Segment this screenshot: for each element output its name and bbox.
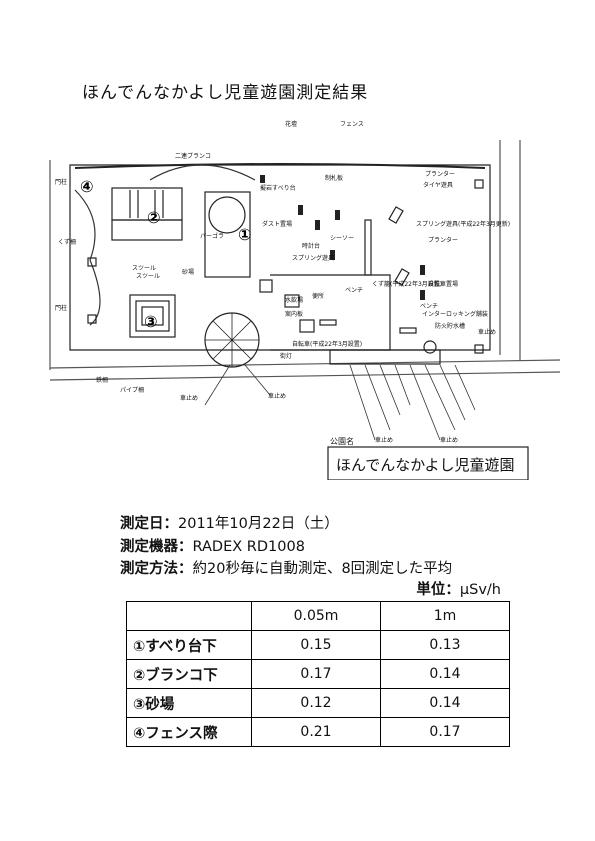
- label-slide: 擬岩すべり台: [260, 184, 296, 192]
- label-planter-top: プランター: [425, 170, 455, 178]
- date-label: 測定日：: [120, 516, 178, 532]
- row-label: ①すべり台下: [126, 630, 252, 660]
- label-bicycle: 自転車置場: [428, 280, 458, 288]
- unit-label: 単位：: [416, 582, 460, 598]
- marker-2: ②: [147, 208, 161, 227]
- row-label: ③砂場: [126, 688, 252, 718]
- park-site-plan: 花壇 フェンス 二連ブランコ 門柱 擬岩すべり台 制札板 プランター タイヤ遊具…: [49, 120, 561, 480]
- seesaw: [364, 219, 372, 276]
- row-value-1m: 0.17: [380, 717, 510, 747]
- marker-1: ①: [238, 225, 252, 244]
- table-row: ③砂場 0.12 0.14: [126, 688, 510, 718]
- row-label: ④フェンス際: [126, 717, 252, 747]
- device-value: RADEX RD1008: [192, 539, 305, 555]
- table-header-cell: 1m: [380, 601, 510, 631]
- label-info: 案内板: [285, 310, 303, 318]
- park-name-label: 公園名: [330, 436, 354, 446]
- page-title: ほんでんなかよし児童遊園測定結果: [82, 83, 369, 103]
- measurement-device: 測定機器：RADEX RD1008: [120, 535, 305, 556]
- results-table: 0.05m 1m ①すべり台下 0.15 0.13 ②ブランコ下 0.17 0.…: [126, 601, 510, 747]
- row-value-005m: 0.15: [251, 630, 381, 660]
- sandbox: [129, 294, 176, 338]
- table-row: ④フェンス際 0.21 0.17: [126, 717, 510, 747]
- label-water-tank: 防火貯水槽: [435, 322, 465, 330]
- row-value-1m: 0.14: [380, 659, 510, 689]
- label-rail: 鉄柵: [96, 376, 108, 384]
- table-header-row: 0.05m 1m: [126, 601, 510, 631]
- measurement-date: 測定日：2011年10月22日（土）: [120, 512, 339, 533]
- label-pipe: パイプ柵: [120, 386, 144, 394]
- label-fence: フェンス: [340, 121, 364, 128]
- label-kuzu: くず籠(平成22年3月設置): [372, 280, 442, 288]
- label-seesaw: シーソー: [330, 235, 354, 242]
- date-value: 2011年10月22日（土）: [178, 516, 339, 532]
- table-row: ①すべり台下 0.15 0.13: [126, 630, 510, 660]
- row-value-005m: 0.17: [251, 659, 381, 689]
- table-header-cell: 0.05m: [251, 601, 381, 631]
- label-bench-1: ベンチ: [345, 287, 363, 294]
- park-name: ほんでんなかよし児童遊園: [336, 456, 515, 474]
- fence-line: [74, 163, 486, 169]
- bench-2: [399, 327, 417, 334]
- label-stop-1: 車止め: [180, 394, 198, 402]
- label-bicycle-note: 自転車(平成22年3月設置): [292, 340, 362, 348]
- label-tire: タイヤ遊具: [423, 181, 453, 189]
- unit-line: 単位：μSv/h: [416, 578, 501, 599]
- label-gate-bottom: 門柱: [55, 304, 67, 312]
- slide-structure: [204, 191, 251, 278]
- planter-mid: [394, 268, 410, 286]
- street-bottom: [49, 359, 561, 381]
- measurement-method: 測定方法：約20秒毎に自動測定、8回測定した平均: [120, 557, 452, 578]
- unit-value: μSv/h: [459, 582, 501, 598]
- planter-top: [388, 206, 404, 224]
- label-kugi: くず柵: [58, 238, 76, 246]
- label-dust: ダスト置場: [262, 220, 292, 228]
- label-stop-5: 車止め: [478, 328, 496, 336]
- park-name-box: 公園名 ほんでんなかよし児童遊園: [327, 436, 529, 480]
- site-boundary: [69, 164, 491, 351]
- label-bench-2: ベンチ: [420, 303, 438, 310]
- row-value-005m: 0.12: [251, 688, 381, 718]
- method-value: 約20秒毎に自動測定、8回測定した平均: [192, 561, 453, 577]
- label-sandbox: 砂場: [182, 268, 194, 276]
- label-stop-4: 車止め: [440, 436, 458, 444]
- method-label: 測定方法：: [120, 561, 193, 577]
- label-clock: 時計台: [302, 242, 320, 250]
- marker-3: ③: [144, 312, 158, 331]
- label-gate-top: 門柱: [55, 178, 67, 186]
- row-value-005m: 0.21: [251, 717, 381, 747]
- label-stool-2: スツール: [136, 273, 160, 280]
- table-row: ②ブランコ下 0.17 0.14: [126, 659, 510, 689]
- bench-1: [319, 319, 337, 326]
- bicycle-parking: [329, 349, 441, 365]
- label-drinking: 水飲場: [285, 296, 303, 304]
- label-planter-mid: プランター: [428, 236, 458, 244]
- row-value-1m: 0.13: [380, 630, 510, 660]
- table-header-cell: [126, 601, 252, 631]
- label-stool-1: スツール: [132, 265, 156, 272]
- label-lamp: 街灯: [280, 352, 292, 360]
- label-kadan: 花壇: [285, 120, 297, 128]
- tree-outline-left: [74, 189, 101, 326]
- label-stop-2: 車止め: [268, 392, 286, 400]
- label-swing: 二連ブランコ: [175, 152, 211, 160]
- label-spring-mid: スプリング遊具: [292, 254, 334, 262]
- row-value-1m: 0.14: [380, 688, 510, 718]
- label-spring-top: スプリング遊具(平成22年3月更新): [416, 220, 510, 228]
- label-stop-3: 車止め: [375, 436, 393, 444]
- label-toilet: 便所: [312, 292, 324, 300]
- marker-4: ④: [80, 177, 94, 196]
- device-label: 測定機器：: [120, 539, 193, 555]
- label-pergola: パーゴラ: [200, 232, 224, 240]
- tree-outline-top: [149, 164, 256, 181]
- row-label: ②ブランコ下: [126, 659, 252, 689]
- label-signboard: 制札板: [325, 174, 343, 182]
- street-right: [499, 140, 521, 360]
- label-interlocking: インターロッキング舗装: [422, 310, 488, 318]
